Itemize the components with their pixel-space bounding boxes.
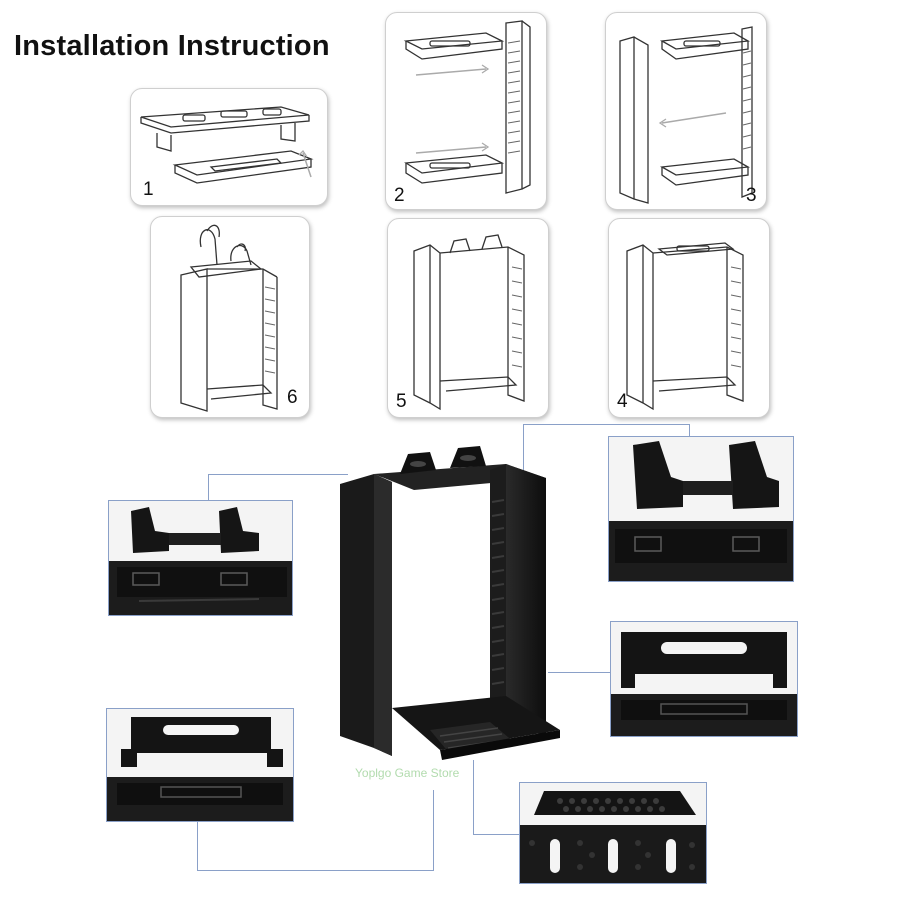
leader-line [197,820,198,870]
step-panel-4: 4 [608,218,770,418]
step-panel-2: 2 [385,12,547,210]
callout-side-cover [106,708,294,822]
leader-line [208,474,348,475]
dock-parts-photo [109,501,292,615]
step-number-2: 2 [394,185,405,206]
step-6-illustration [180,224,278,412]
step-panel-6: 6 [150,216,310,418]
step-1-illustration [140,106,314,184]
top-cover-photo [611,622,797,736]
callout-base-tray [519,782,707,884]
leader-line [548,672,610,673]
dock-mount-photo [609,437,793,581]
leader-line [689,424,690,436]
step-number-5: 5 [396,391,407,412]
leader-line [523,424,524,484]
side-cover-photo [107,709,293,821]
base-tray-photo [520,783,706,883]
step-number-6: 6 [287,387,298,408]
callout-top-cover [610,621,798,737]
page-title: Installation Instruction [14,30,330,62]
step-panel-1: 1 [130,88,328,206]
leader-line [433,790,434,870]
leader-line [473,760,474,834]
step-number-3: 3 [746,185,757,206]
step-panel-5: 5 [387,218,549,418]
step-5-illustration [413,234,525,411]
step-3-illustration [619,26,753,204]
step-2-illustration [403,20,531,194]
leader-line [523,424,689,425]
step-panel-3: 3 [605,12,767,210]
callout-dock-assembly [108,500,293,616]
leader-line [208,474,209,500]
step-number-1: 1 [143,179,154,200]
callout-dock-mount [608,436,794,582]
leader-line [197,870,434,871]
step-number-4: 4 [617,391,628,412]
leader-line [473,834,519,835]
product-tower-photo [330,440,570,770]
step-4-illustration [626,242,744,411]
watermark: Yoplgo Game Store [355,766,460,780]
